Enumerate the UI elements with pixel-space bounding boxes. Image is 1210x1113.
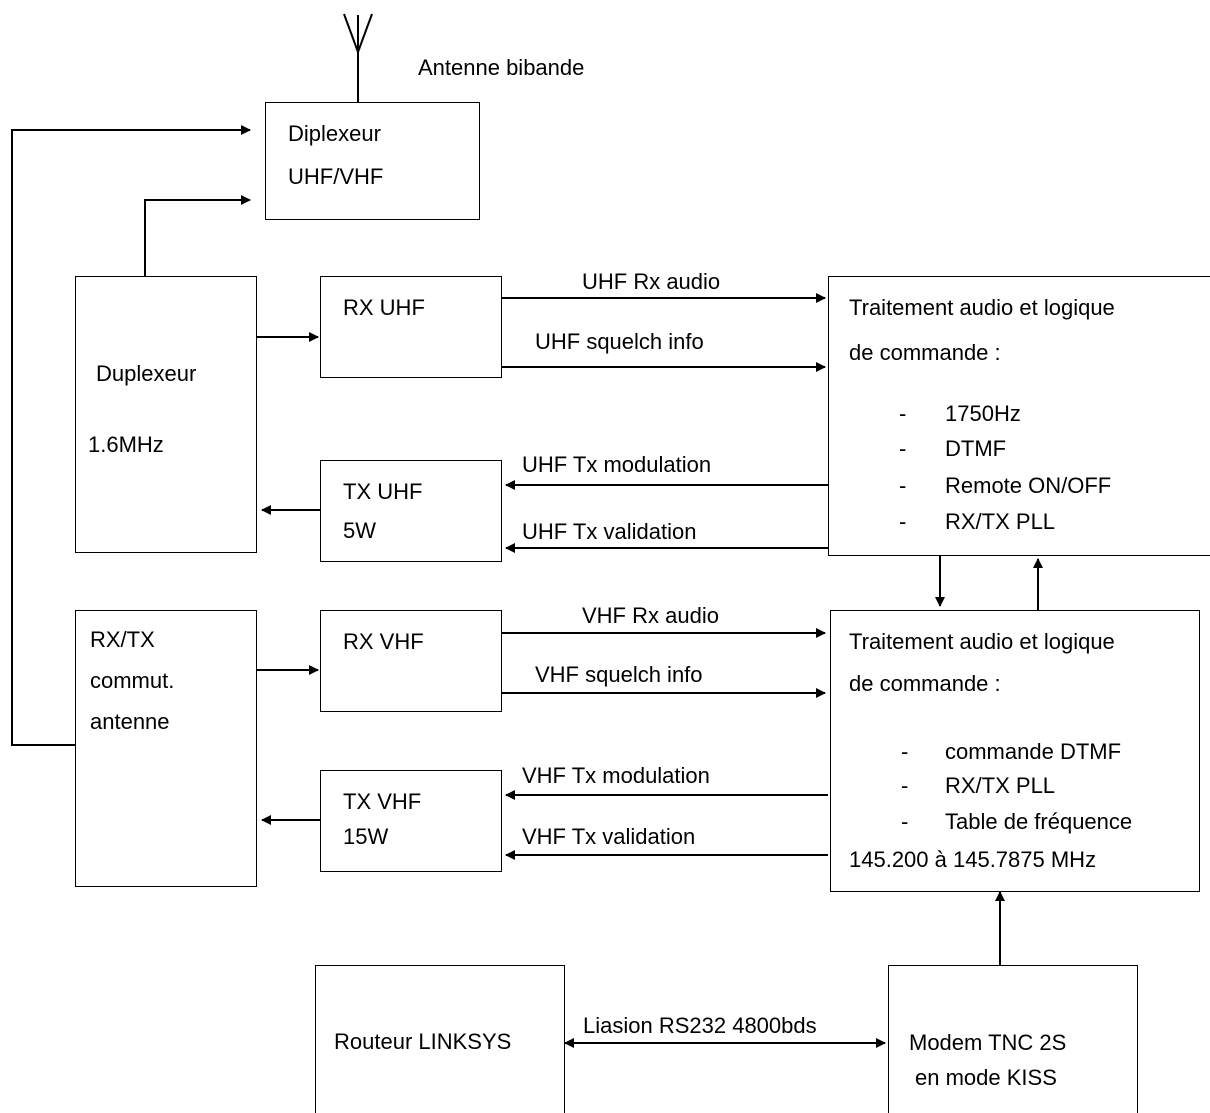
modem-box: Modem TNC 2S en mode KISS — [888, 965, 1138, 1113]
tx-uhf-line1: TX UHF — [343, 479, 423, 504]
uhf-logic-item: 1750Hz — [945, 401, 1021, 426]
rx-uhf-label: RX UHF — [343, 295, 425, 320]
tx-uhf-line2: 5W — [343, 518, 376, 543]
duplexer-line2: 1.6MHz — [88, 432, 164, 457]
vhf-logic-bullet: - — [901, 809, 909, 834]
vhf-logic-line2: de commande : — [849, 671, 1001, 696]
uhf-logic-line2: de commande : — [849, 340, 1001, 365]
signal-label: UHF squelch info — [535, 329, 704, 354]
duplexer-box: Duplexeur 1.6MHz — [75, 276, 257, 553]
diplexer-box: Diplexeur UHF/VHF — [265, 102, 480, 220]
vhf-logic-bullet: - — [901, 739, 909, 764]
rx-vhf-box: RX VHF — [320, 610, 502, 712]
modem-line1: Modem TNC 2S — [909, 1030, 1067, 1055]
signal-label: VHF Rx audio — [582, 603, 719, 628]
uhf-logic-box: Traitement audio et logique de commande … — [828, 276, 1210, 556]
uhf-logic-line1: Traitement audio et logique — [849, 295, 1115, 320]
uhf-logic-bullet: - — [899, 473, 907, 498]
modem-line2: en mode KISS — [915, 1065, 1057, 1090]
tx-vhf-line2: 15W — [343, 824, 389, 849]
signal-label: UHF Rx audio — [582, 269, 721, 294]
vhf-logic-footer: 145.200 à 145.7875 MHz — [849, 847, 1097, 872]
vhf-logic-bullet: - — [901, 773, 909, 798]
signal-label: UHF Tx modulation — [522, 452, 712, 477]
antenna-icon — [343, 13, 373, 102]
uhf-logic-item: DTMF — [945, 436, 1007, 461]
antenna-switch-line3: antenne — [90, 709, 170, 734]
tx-uhf-box: TX UHF 5W — [320, 460, 502, 562]
wire-duplexer-to-diplexer — [144, 195, 251, 276]
duplexer-line1: Duplexeur — [96, 361, 197, 386]
rx-vhf-label: RX VHF — [343, 629, 424, 654]
uhf-logic-item: RX/TX PLL — [945, 509, 1056, 534]
antenna-label: Antenne bibande — [418, 55, 585, 80]
rx-uhf-box: RX UHF — [320, 276, 502, 378]
wire-switch-to-diplexer — [11, 125, 251, 746]
uhf-logic-bullet: - — [899, 509, 907, 534]
signal-label: VHF Tx modulation — [522, 763, 710, 788]
uhf-logic-item: Remote ON/OFF — [945, 473, 1112, 498]
tx-vhf-line1: TX VHF — [343, 789, 422, 814]
router-label: Routeur LINKSYS — [334, 1029, 512, 1054]
vhf-logic-line1: Traitement audio et logique — [849, 629, 1115, 654]
router-box: Routeur LINKSYS — [315, 965, 565, 1113]
antenna-switch-line2: commut. — [90, 668, 175, 693]
tx-vhf-box: TX VHF 15W — [320, 770, 502, 872]
signal-label: VHF Tx validation — [522, 824, 696, 849]
signal-label: UHF Tx validation — [522, 519, 697, 544]
vhf-logic-item: Table de fréquence — [945, 809, 1133, 834]
diplexer-line1: Diplexeur — [288, 121, 381, 146]
antenna-switch-box: RX/TX commut. antenne — [75, 610, 257, 887]
uhf-logic-bullet: - — [899, 401, 907, 426]
uhf-logic-bullet: - — [899, 436, 907, 461]
rs232-label: Liasion RS232 4800bds — [583, 1013, 817, 1038]
vhf-logic-box: Traitement audio et logique de commande … — [830, 610, 1200, 892]
vhf-logic-item: RX/TX PLL — [945, 773, 1056, 798]
signal-label: VHF squelch info — [535, 662, 703, 687]
antenna-switch-line1: RX/TX — [90, 627, 155, 652]
diplexer-line2: UHF/VHF — [288, 164, 384, 189]
vhf-logic-item: commande DTMF — [945, 739, 1122, 764]
